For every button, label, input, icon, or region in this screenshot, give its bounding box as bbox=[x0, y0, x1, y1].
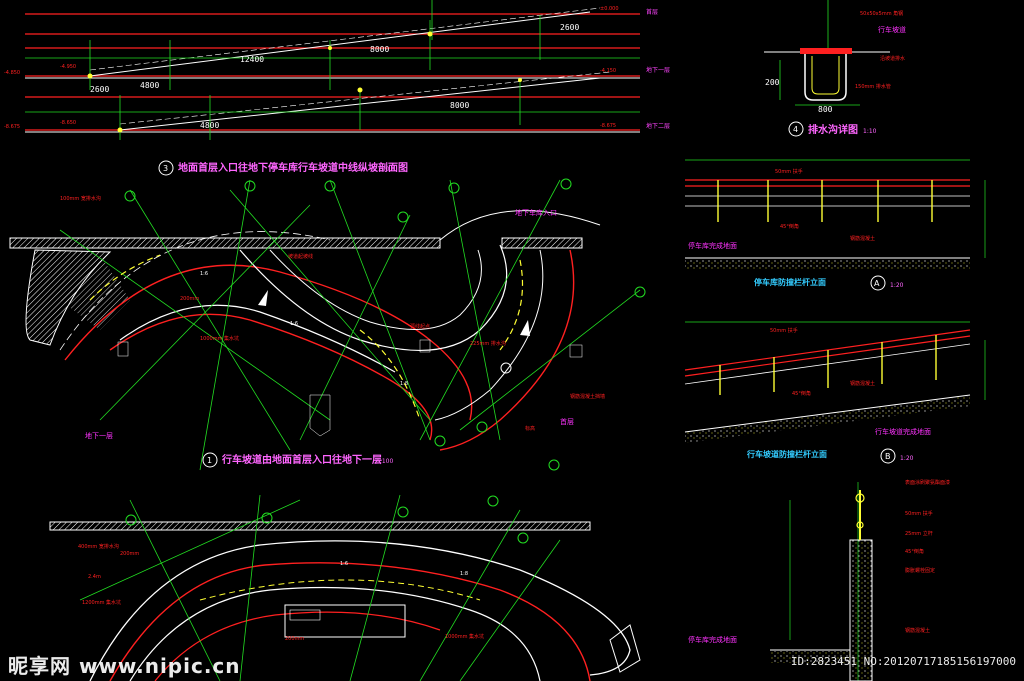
railing-section-detail: 表面涂刷聚氨酯面漆 50mm 扶手 25mm 立杆 45°倒角 膨胀螺栓固定钢筋混凝… bbox=[688, 479, 950, 681]
svg-text:1:6: 1:6 bbox=[290, 321, 298, 327]
watermark-id: ID:2823451 NO:20120717185156197000 bbox=[790, 655, 1016, 668]
svg-text:首层: 首层 bbox=[646, 8, 658, 16]
svg-text:200mm: 200mm bbox=[120, 551, 139, 557]
svg-text:地面首层入口往地下停车库行车坡道中线纵坡剖面图: 地面首层入口往地下停车库行车坡道中线纵坡剖面图 bbox=[178, 161, 408, 174]
dim-8000: 8000 bbox=[370, 45, 389, 54]
dim-8000b: 8000 bbox=[450, 101, 469, 110]
svg-text:1:6: 1:6 bbox=[200, 271, 208, 277]
svg-text:±0.000: ±0.000 bbox=[600, 6, 619, 12]
svg-text:1:8: 1:8 bbox=[460, 571, 468, 577]
svg-text:1000mm 集水坑: 1000mm 集水坑 bbox=[445, 633, 484, 640]
f1-label: 首层 bbox=[560, 417, 574, 426]
svg-text:-8.675: -8.675 bbox=[4, 124, 20, 130]
svg-text:1:100: 1:100 bbox=[372, 166, 389, 173]
ramp-section-drawing: -4.850 -4.950 -8.675 -8.650 ±0.000 -4.150 -… bbox=[4, 0, 670, 176]
svg-text:50mm 扶手: 50mm 扶手 bbox=[775, 168, 803, 175]
svg-text:-8.650: -8.650 bbox=[60, 120, 76, 126]
watermark-brand: 昵享网 www.nipic.cn bbox=[8, 654, 241, 678]
svg-text:4: 4 bbox=[793, 125, 798, 134]
svg-text:3: 3 bbox=[163, 164, 168, 173]
ramp-floor-label: 行车坡道完成地面 bbox=[875, 427, 931, 436]
plan-title: 1 行车坡道由地面首层入口往地下一层 1:100 bbox=[202, 452, 393, 468]
svg-text:-4.150: -4.150 bbox=[600, 68, 616, 74]
svg-text:150mm 排水管: 150mm 排水管 bbox=[855, 83, 891, 90]
svg-text:膨胀螺栓固定: 膨胀螺栓固定 bbox=[905, 567, 935, 574]
svg-text:A: A bbox=[874, 279, 880, 288]
svg-text:1: 1 bbox=[207, 456, 212, 465]
svg-text:1:100: 1:100 bbox=[376, 458, 393, 465]
svg-text:弧线起点: 弧线起点 bbox=[410, 323, 430, 330]
svg-text:1:20: 1:20 bbox=[900, 455, 914, 462]
svg-text:50mm 扶手: 50mm 扶手 bbox=[770, 327, 798, 334]
svg-text:1:6: 1:6 bbox=[340, 561, 348, 567]
svg-text:标高: 标高 bbox=[525, 425, 535, 432]
svg-text:沿坡道排水: 沿坡道排水 bbox=[880, 55, 905, 62]
svg-text:200mm: 200mm bbox=[180, 296, 199, 302]
svg-text:50x50x5mm 角钢: 50x50x5mm 角钢 bbox=[860, 10, 903, 17]
ramp-railing-elevation: 50mm 扶手 45°倒角 钢筋混凝土 行车坡道完成地面 行车坡道防撞栏杆立面 B … bbox=[684, 321, 986, 464]
dim-4800b: 4800 bbox=[200, 121, 219, 130]
svg-text:钢筋混凝土: 钢筋混凝土 bbox=[905, 627, 930, 634]
svg-text:钢筋混凝土挡墙: 钢筋混凝土挡墙 bbox=[570, 393, 605, 400]
ramp-plan-drawing: 100mm 宽排水沟 200mm 1000mm 集水坑 坡道起坡线 225mm 排水… bbox=[9, 178, 646, 471]
svg-text:400mm 宽排水沟: 400mm 宽排水沟 bbox=[78, 543, 119, 550]
section-title: 3 地面首层入口往地下停车库行车坡道中线纵坡剖面图 1:100 bbox=[158, 160, 408, 176]
svg-text:-4.850: -4.850 bbox=[4, 70, 20, 76]
svg-text:45°倒角: 45°倒角 bbox=[792, 390, 811, 397]
drain-dim: 800 bbox=[818, 105, 833, 114]
svg-text:100mm 宽排水沟: 100mm 宽排水沟 bbox=[60, 195, 101, 202]
svg-text:1:20: 1:20 bbox=[890, 282, 904, 289]
svg-text:排水沟详图: 排水沟详图 bbox=[808, 123, 858, 136]
svg-text:停车库防撞栏杆立面: 停车库防撞栏杆立面 bbox=[754, 277, 826, 287]
svg-text:-4.950: -4.950 bbox=[60, 64, 76, 70]
svg-text:钢筋混凝土: 钢筋混凝土 bbox=[850, 380, 875, 387]
svg-text:钢筋混凝土: 钢筋混凝土 bbox=[850, 235, 875, 242]
drain-dim-b: 200 bbox=[765, 78, 780, 87]
parking-floor-label: 停车库完成地面 bbox=[688, 241, 737, 250]
svg-text:1200mm 集水坑: 1200mm 集水坑 bbox=[82, 599, 121, 606]
svg-text:坡道起坡线: 坡道起坡线 bbox=[288, 253, 313, 260]
dim-2600b: 2600 bbox=[560, 23, 579, 32]
dim-4800: 4800 bbox=[140, 81, 159, 90]
b1-label: 地下一层 bbox=[85, 431, 113, 440]
svg-text:地下二层: 地下二层 bbox=[646, 122, 670, 130]
drain-ramp-label: 行车坡道 bbox=[878, 25, 906, 34]
svg-text:45°倒角: 45°倒角 bbox=[905, 548, 924, 555]
entry-label: 地下车库入口 bbox=[515, 208, 557, 217]
svg-text:-8.675: -8.675 bbox=[600, 123, 616, 129]
svg-text:2.4m: 2.4m bbox=[88, 574, 101, 580]
svg-text:B: B bbox=[885, 452, 891, 461]
svg-text:1000mm 集水坑: 1000mm 集水坑 bbox=[200, 335, 239, 342]
svg-text:表面涂刷聚氨酯面漆: 表面涂刷聚氨酯面漆 bbox=[905, 479, 950, 486]
svg-text:地下一层: 地下一层 bbox=[646, 66, 670, 74]
parking-railing-title: 停车库防撞栏杆立面 A 1:20 bbox=[754, 275, 904, 291]
svg-text:25mm 立杆: 25mm 立杆 bbox=[905, 530, 933, 537]
ramp-railing-title: 行车坡道防撞栏杆立面 B 1:20 bbox=[746, 448, 914, 464]
svg-text:行车坡道由地面首层入口往地下一层: 行车坡道由地面首层入口往地下一层 bbox=[221, 453, 382, 466]
svg-text:1:10: 1:10 bbox=[863, 128, 877, 135]
svg-text:200mm: 200mm bbox=[285, 636, 304, 642]
dim-12400: 12400 bbox=[240, 55, 264, 64]
parking-floor-label-2: 停车库完成地面 bbox=[688, 635, 737, 644]
svg-text:225mm 排水沟: 225mm 排水沟 bbox=[470, 340, 506, 347]
svg-text:50mm 扶手: 50mm 扶手 bbox=[905, 510, 933, 517]
svg-text:45°倒角: 45°倒角 bbox=[780, 223, 799, 230]
dim-2600: 2600 bbox=[90, 85, 109, 94]
svg-text:行车坡道防撞栏杆立面: 行车坡道防撞栏杆立面 bbox=[746, 449, 827, 459]
drain-title: 4 排水沟详图 1:10 bbox=[788, 121, 877, 137]
svg-text:1:8: 1:8 bbox=[400, 381, 408, 387]
